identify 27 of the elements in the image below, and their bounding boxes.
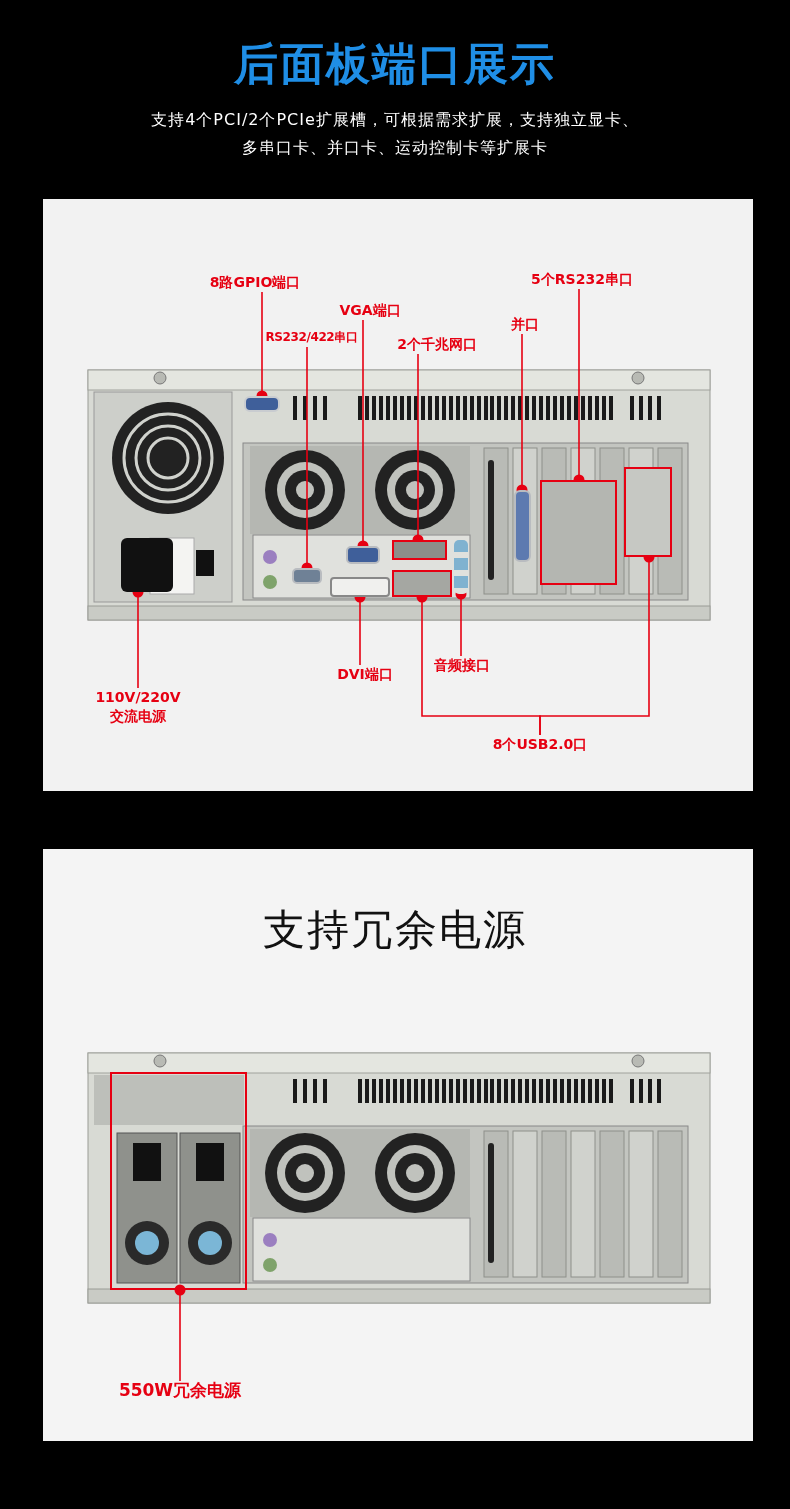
power-supply-frame [110, 1072, 247, 1290]
dvi-port [330, 577, 390, 597]
serial-port [244, 396, 280, 412]
callout-label: 8路GPIO端口 [195, 273, 315, 292]
callout-label: 并口 [505, 315, 545, 334]
parallel-port [514, 490, 531, 562]
audio-jacks [454, 540, 468, 594]
page-title: 后面板端口展示 [233, 38, 557, 90]
subtitle: 支持4个PCI/2个PCIe扩展槽，可根据需求扩展，支持独立显卡、多串口卡、并口卡、运动控制卡等扩展卡 [150, 109, 640, 159]
callout-label: DVI端口 [328, 665, 402, 684]
section-heading: 支持冗余电源 [262, 904, 528, 956]
vga-port [346, 546, 380, 564]
usb-port-frame [624, 467, 672, 557]
power-inlet [121, 538, 173, 592]
callout-label: RS232/422串口 [265, 328, 358, 347]
usb-port-frame [392, 570, 452, 597]
callout-label: 8个USB2.0口 [480, 735, 600, 754]
serial-port [292, 568, 322, 584]
callout-label: 2个千兆网口 [377, 335, 497, 354]
callout-label: 550W冗余电源 [105, 1381, 255, 1400]
callout-label: 5个RS232串口 [522, 270, 642, 289]
leader-line [174, 1284, 186, 1382]
lan-port-frame [392, 540, 447, 560]
callout-label: 110V/220V 交流电源 [93, 688, 183, 726]
serial-port-frame [540, 480, 617, 585]
callout-label: VGA端口 [333, 301, 407, 320]
callout-label: 音频接口 [424, 656, 500, 675]
